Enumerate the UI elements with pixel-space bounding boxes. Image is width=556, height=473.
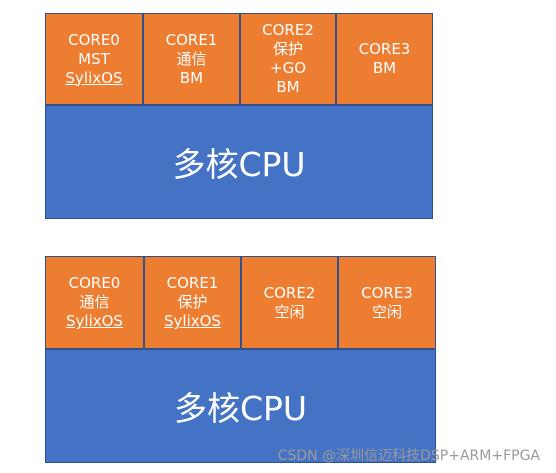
cpu-block-bottom: 多核CPU [45, 349, 436, 463]
core2-block-bottom: CORE2 空闲 [241, 256, 338, 349]
core1-block-bottom: CORE1 保护 SylixOS [144, 256, 241, 349]
core2-top-line4: BM [276, 78, 300, 96]
core1-bottom-line3: SylixOS [164, 312, 221, 330]
core1-bottom-line2: 保护 [177, 293, 208, 311]
core1-block-top: CORE1 通信 BM [143, 13, 240, 105]
watermark-text: CSDN @深圳信迈科技DSP+ARM+FPGA [277, 448, 540, 464]
core3-bottom-line2: 空闲 [371, 302, 402, 321]
core0-bottom-line3: SylixOS [66, 312, 123, 330]
cpu-label-bottom: 多核CPU [173, 389, 308, 428]
core0-block-bottom: CORE0 通信 SylixOS [45, 256, 144, 349]
core0-bottom-line2: 通信 [79, 293, 110, 311]
core1-top-line2: 通信 [176, 49, 207, 68]
core3-top-line2: BM [372, 59, 397, 77]
core0-top-line3: SylixOS [65, 68, 123, 87]
cpu-label-top: 多核CPU [172, 145, 306, 184]
core2-top-line2: 保护 [272, 40, 303, 58]
core2-top-line1: CORE2 [262, 21, 314, 39]
core2-bottom-line2: 空闲 [274, 302, 305, 321]
core3-top-line1: CORE3 [358, 40, 411, 58]
core0-top-line2: MST [78, 49, 110, 68]
core3-bottom-line1: CORE3 [361, 283, 413, 302]
core0-bottom-line1: CORE0 [68, 274, 121, 292]
core0-block-top: CORE0 MST SylixOS [45, 13, 143, 105]
cpu-block-top: 多核CPU [45, 105, 433, 219]
core0-top-line1: CORE0 [68, 30, 120, 49]
core2-top-line3: +GO [270, 59, 306, 77]
core2-block-top: CORE2 保护 +GO BM [240, 13, 336, 105]
core1-top-line1: CORE1 [165, 30, 218, 49]
core2-bottom-line1: CORE2 [263, 283, 316, 302]
core1-bottom-line1: CORE1 [166, 274, 219, 292]
core3-block-bottom: CORE3 空闲 [338, 256, 436, 349]
core3-block-top: CORE3 BM [336, 13, 433, 105]
core1-top-line3: BM [179, 68, 204, 87]
